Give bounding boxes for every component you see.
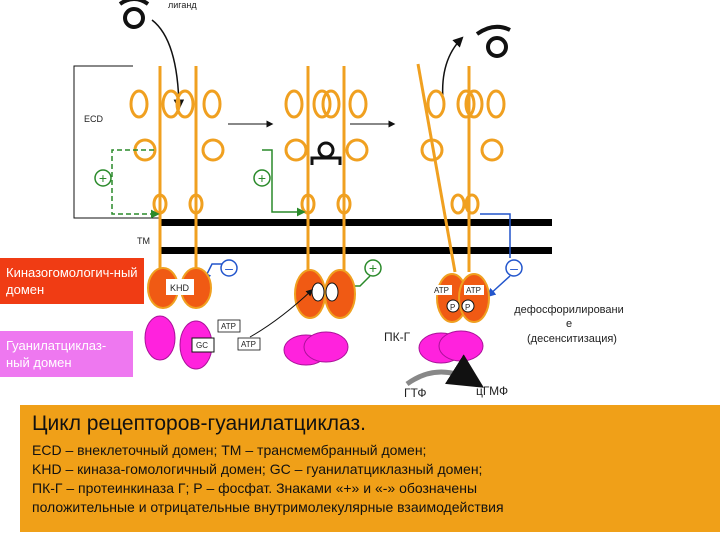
svg-text:+: + [99,170,107,186]
ligand-label: лиганд [168,0,197,10]
tm-label: TM [137,236,150,246]
cgmp-label: цГМФ [476,384,508,398]
gc-domain-box: Гуанилатциклаз-ный домен [0,331,133,377]
receptor-dimer-3 [418,64,504,272]
caption-line: KHD – киназа-гомологичный домен; GC – гу… [32,460,708,479]
svg-text:–: – [225,260,233,276]
gc-label: GC [196,341,208,350]
plus-mark-1: + [95,170,111,186]
ligand-right-icon [477,27,510,56]
caption-title: Цикл рецепторов-гуанилатциклаз. [32,411,708,437]
ligand-release-arrow [443,38,462,100]
kinase-domain-box: Киназогомологич-ный домен [0,258,144,304]
khd-domain-2 [295,270,355,318]
negative-interaction-line-3 [488,276,510,296]
phosphate-label: P [465,303,470,312]
dephospho-line-2: е [566,318,572,330]
gtp-label: ГТФ [404,386,427,400]
bound-ligand-icon [312,143,340,165]
atp-label-b: ATP [241,340,256,349]
minus-mark-2: – [506,260,522,276]
ecd-bracket [74,66,160,218]
plus-mark-2: + [254,170,270,186]
khd-domain-3 [437,274,489,322]
atp-label: ATP [434,286,449,295]
caption-line: положительные и отрицательные внутримоле… [32,498,708,517]
dephospho-line-3: (десенситизация) [527,333,617,345]
phosphate-label: P [450,303,455,312]
khd-label: KHD [170,283,190,293]
caption-box: Цикл рецепторов-гуанилатциклаз. ECD – вн… [20,405,720,532]
atp-label-a: ATP [221,322,236,331]
gtp-to-cgmp-arrow [407,372,478,384]
caption-line: ECD – внеклеточный домен; TM – трансмемб… [32,441,708,460]
pkg-label: ПК-Г [384,330,411,344]
ecd-label: ECD [84,114,104,124]
svg-text:+: + [258,170,266,186]
ligand-left-icon [120,0,148,27]
gc-domain-3 [419,331,483,363]
plus-mark-3: + [365,260,381,276]
gc-domain-2 [284,332,348,365]
dephospho-line-1: дефосфорилировани [514,304,624,316]
caption-line: ПК-Г – протеинкиназа Г; Р – фосфат. Знак… [32,479,708,498]
atp-label: ATP [466,286,481,295]
svg-text:+: + [369,260,377,276]
cell-membrane [160,219,552,254]
receptor-dimer-2 [286,66,367,272]
svg-text:–: – [510,260,518,276]
minus-mark-1: – [221,260,237,276]
